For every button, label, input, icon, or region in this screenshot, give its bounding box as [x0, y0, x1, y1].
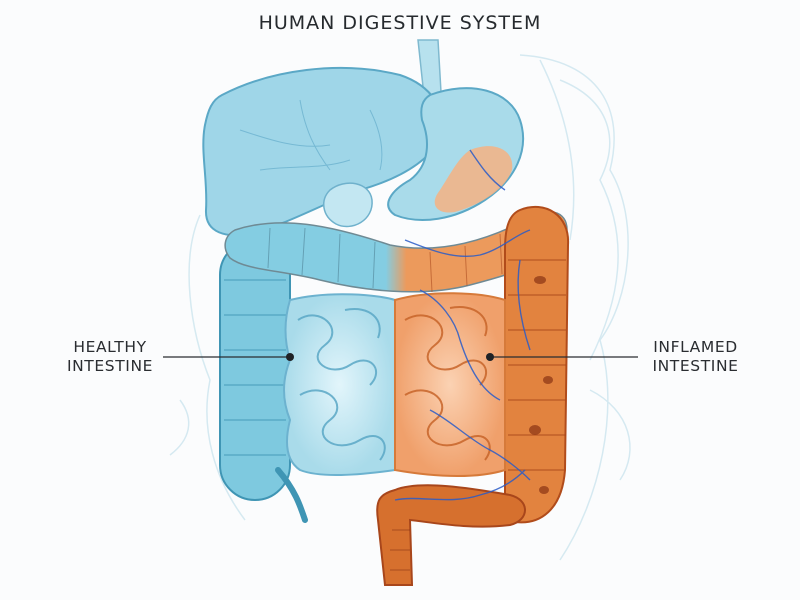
label-healthy-line2: INTESTINE [66, 357, 154, 375]
label-inflamed-line1: INFLAMED [653, 338, 738, 356]
stomach-inflamed-area [434, 146, 513, 213]
callout-left [163, 353, 294, 361]
label-inflamed-intestine: INFLAMED INTESTINE [643, 338, 748, 376]
label-inflamed-line2: INTESTINE [652, 357, 739, 375]
transverse-colon-haustra [267, 227, 376, 289]
liver-veins [239, 99, 383, 171]
blood-vessels [394, 149, 531, 501]
background-outline [169, 54, 631, 561]
gallbladder [323, 182, 373, 228]
callout-right [486, 353, 638, 361]
ascending-colon-healthy [219, 239, 308, 523]
label-healthy-intestine: HEALTHY INTESTINE [60, 338, 160, 376]
diagram-title: HUMAN DIGESTIVE SYSTEM [258, 12, 542, 34]
small-intestine-inflamed [394, 292, 506, 477]
sigmoid-colon-inflamed [376, 484, 526, 586]
small-intestine-healthy [283, 293, 396, 476]
label-healthy-line1: HEALTHY [73, 338, 147, 356]
descending-colon-inflamed [504, 205, 570, 524]
